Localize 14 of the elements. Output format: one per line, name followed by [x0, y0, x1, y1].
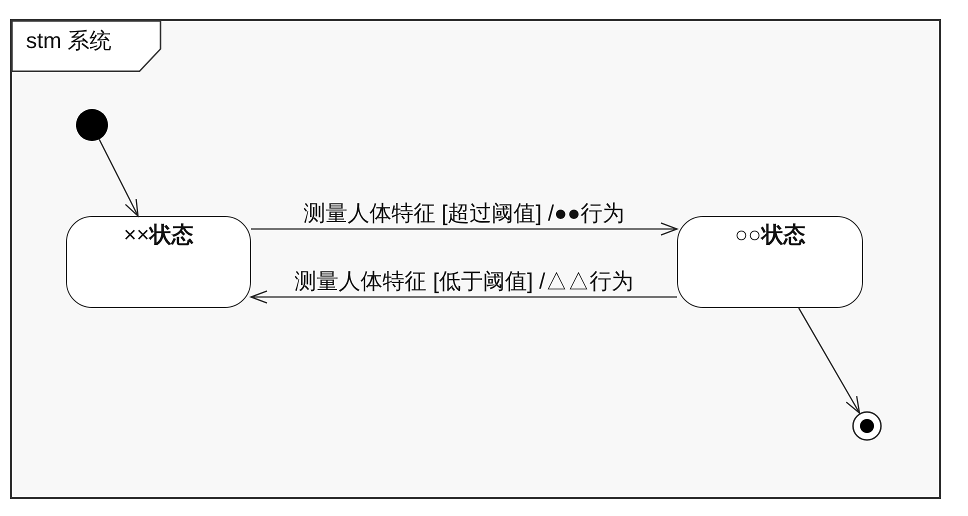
state-box — [66, 216, 251, 308]
final-state — [852, 411, 882, 441]
frame-title: stm 系统 — [26, 28, 112, 54]
transition-arrow — [250, 290, 677, 304]
state-box — [677, 216, 863, 308]
transition-arrow — [251, 222, 678, 236]
edge-label: 测量人体特征 [低于阈值] /△△行为 — [294, 268, 634, 294]
diagram-frame — [10, 19, 941, 499]
state-name: ○○状态 — [734, 222, 806, 248]
transition-arrow — [798, 308, 860, 414]
state-name: ××状态 — [124, 222, 194, 248]
transition-arrow — [98, 138, 139, 217]
edge-label: 测量人体特征 [超过阈值] /●●行为 — [303, 200, 625, 226]
initial-state — [76, 109, 108, 141]
